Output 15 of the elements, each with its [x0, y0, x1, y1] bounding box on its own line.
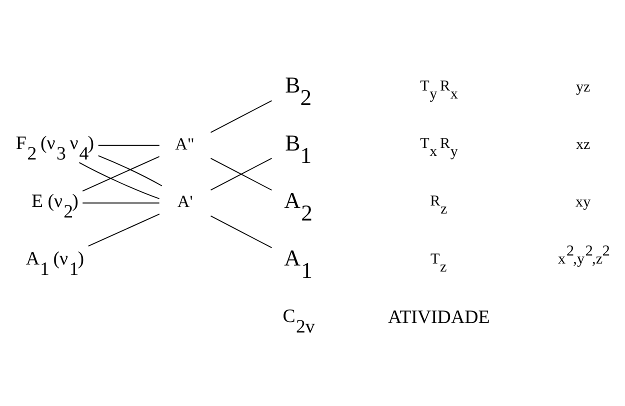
connector	[210, 158, 272, 191]
connector	[88, 214, 160, 247]
connector	[82, 156, 160, 192]
node-text: A'	[177, 192, 193, 212]
label: xz	[576, 136, 590, 153]
node-text: A"	[175, 134, 194, 154]
connector	[98, 144, 160, 146]
label: yz	[576, 79, 590, 96]
connector	[210, 215, 272, 248]
connector	[82, 202, 160, 204]
label: ATIVIDADE	[388, 306, 490, 328]
connector	[210, 100, 272, 133]
connector	[78, 162, 160, 200]
label: xy	[576, 194, 591, 211]
connector	[98, 155, 162, 186]
